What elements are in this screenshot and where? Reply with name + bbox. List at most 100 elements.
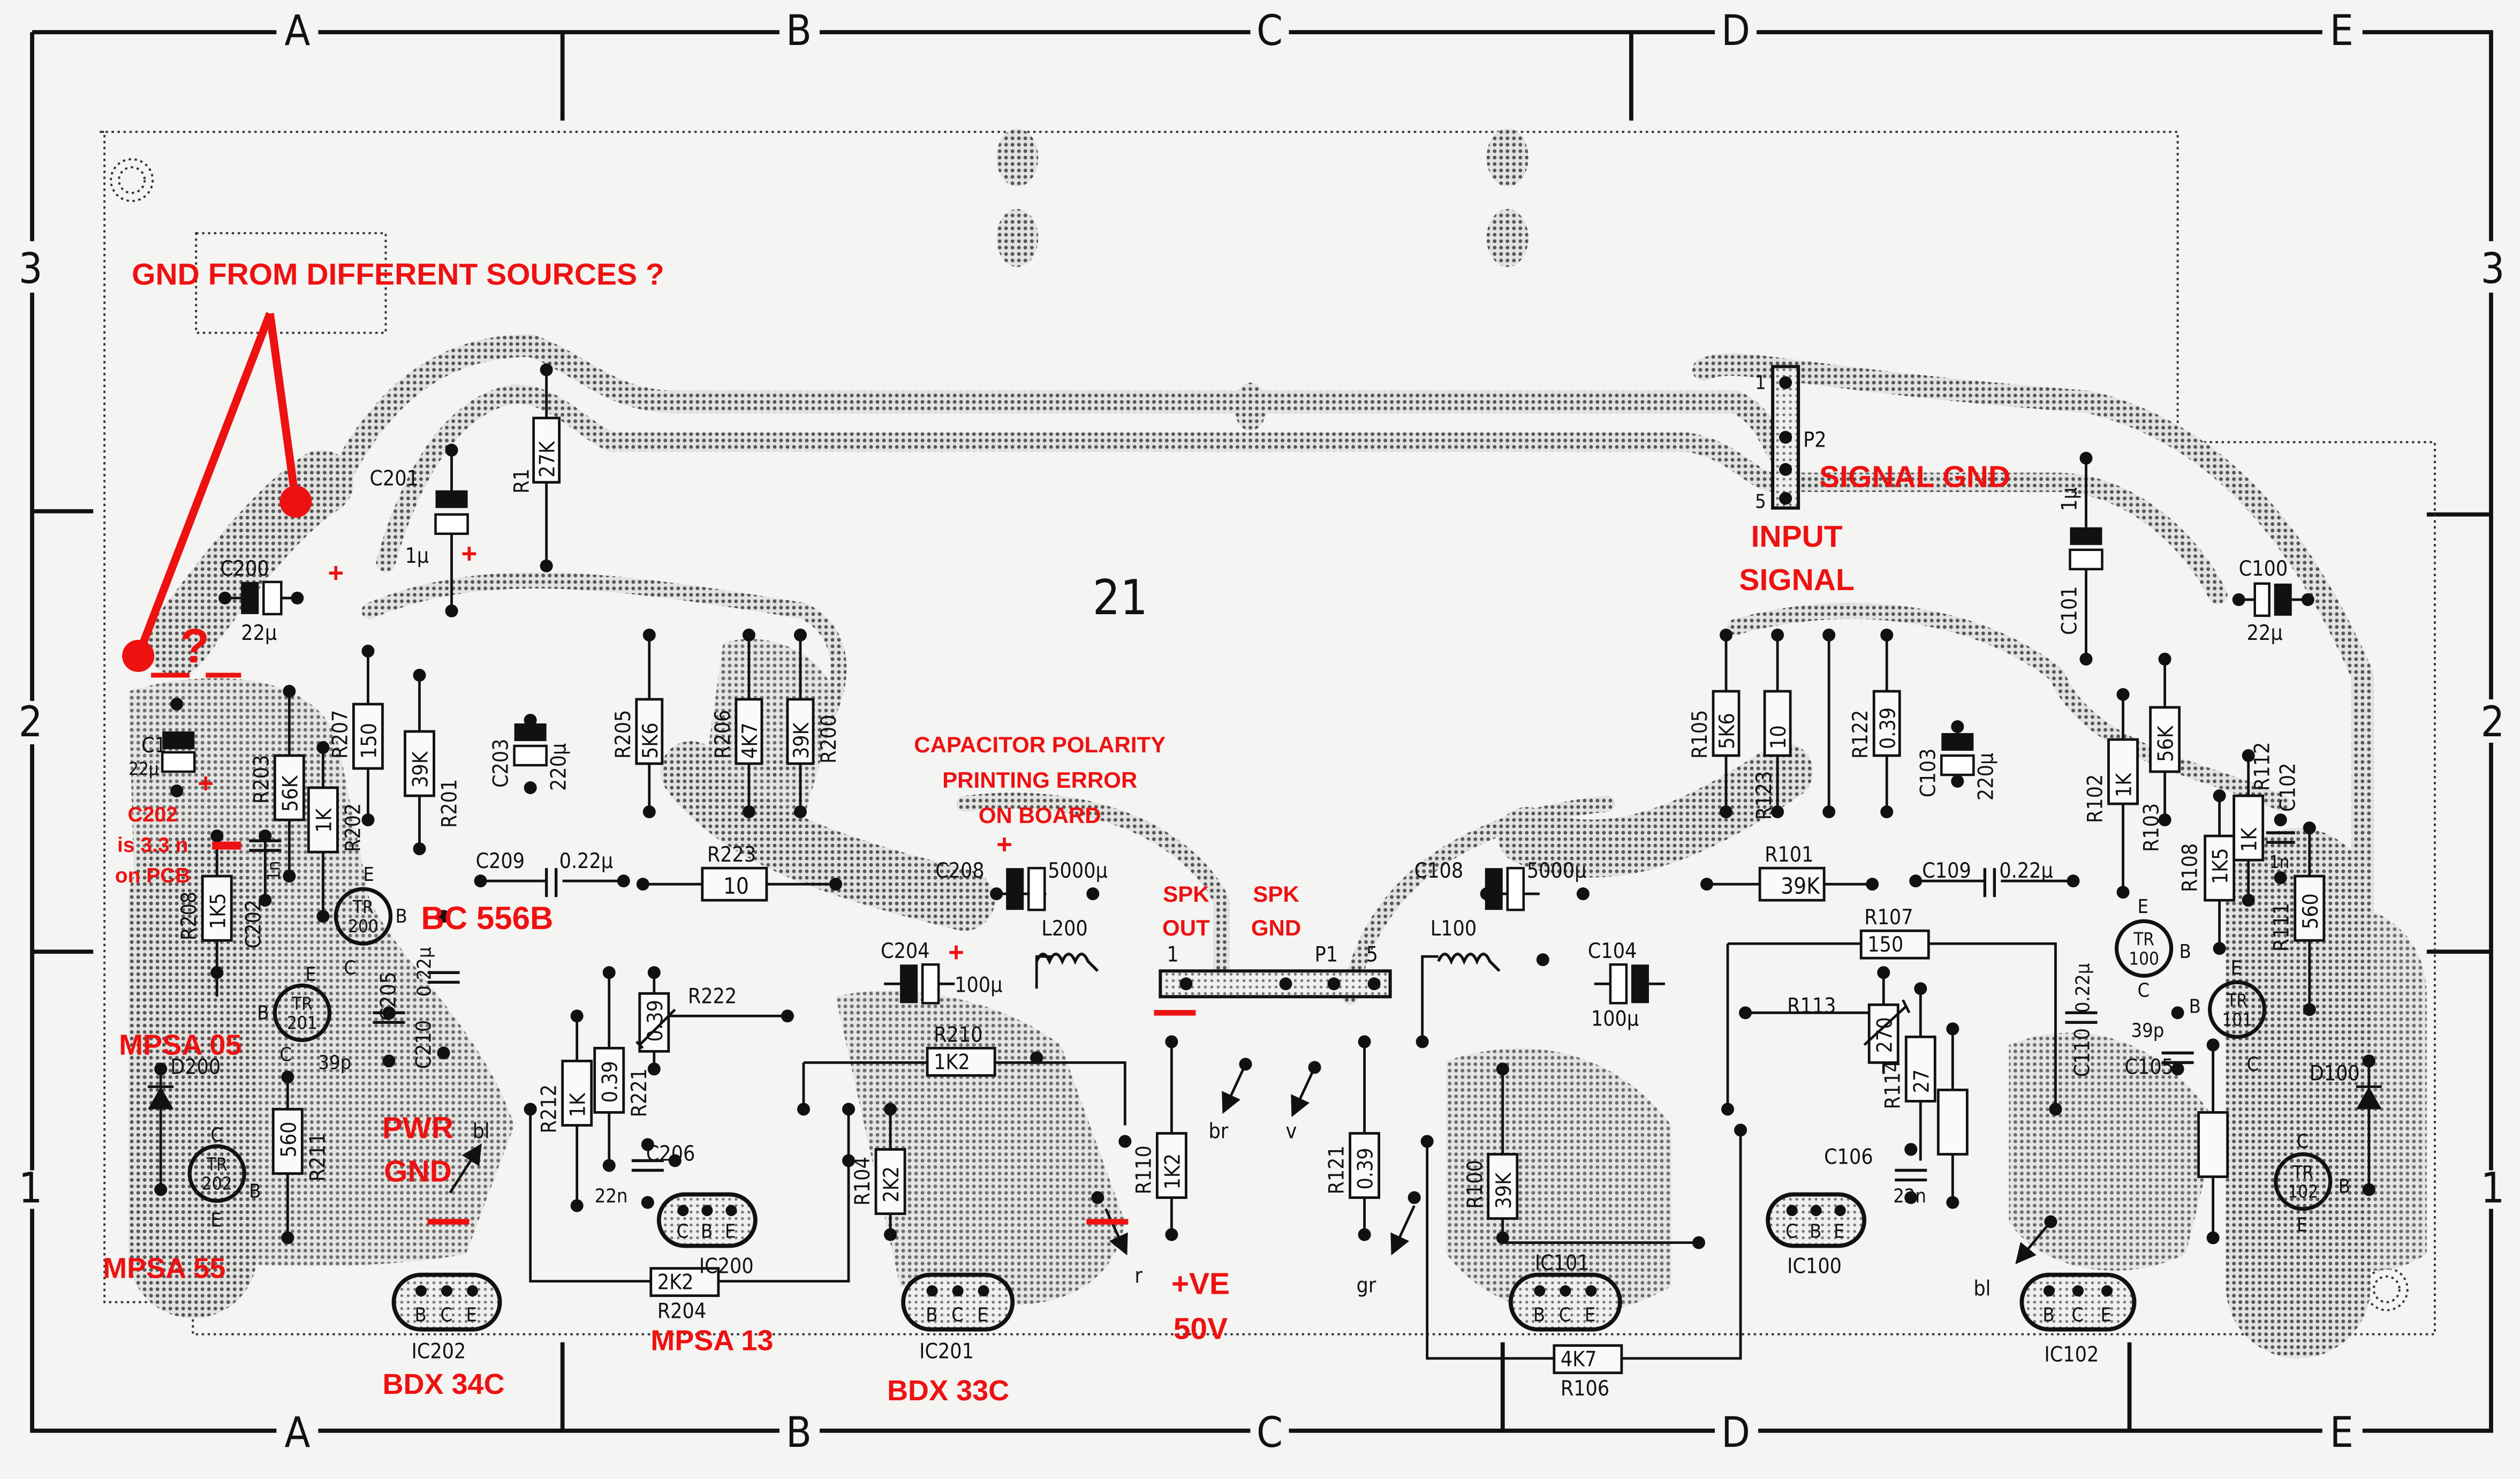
annotation-plus-c1: + [198,768,214,798]
transistor-tr202-outline [187,1144,246,1203]
r112-value: 270 [1873,1017,1897,1053]
annotation-plus-ve-line2: 50V [1174,1312,1228,1346]
annotation-part-tr202: MPSA 55 [103,1252,225,1285]
c103-ref: C103 [1916,749,1940,798]
r208-ref: R208 [177,892,201,940]
r207-value: 150 [357,723,381,759]
l100-ref: L100 [1431,917,1477,941]
r108-ref: R111 [2270,903,2294,952]
r205-ref: R205 [611,710,635,759]
wire-label-v: v [1286,1119,1297,1143]
annotation-plus-c201: + [461,538,478,569]
c203-ref: C203 [489,739,513,788]
c204-ref: C204 [881,939,930,963]
wire-label-gr: gr [1357,1274,1376,1298]
r208-value: 1K5 [206,893,230,930]
ic102-pin-3: E [2101,1304,2112,1326]
c104-value: 100µ [1591,1007,1639,1031]
c101-value: 1µ [2057,487,2082,511]
resistor-r222-body [649,1267,720,1297]
grid-col-a-bottom: A [284,1409,310,1457]
tr102-pin-e: E [2297,1214,2307,1236]
ic102-pin-1: B [2042,1304,2054,1326]
grid-row-1-left: 1 [19,1165,43,1213]
r200-value: 39K [790,722,814,759]
c104-ref: C104 [1588,939,1637,963]
tr101-line2: 101 [2222,1009,2252,1030]
tr100-pin-e: E [2138,896,2148,918]
board-number: 21 [1093,570,1148,626]
capacitor-c103-shape [1940,733,1975,776]
annotation-cap-polarity-line3: ON BOARD [979,803,1101,828]
annotation-c202-line2: is 3.3 n [117,834,188,857]
r223-ref: R223 [707,843,756,867]
tr101-pin-e: E [2231,957,2242,979]
tr202-line1: TR [206,1154,228,1175]
c105-ref: C105 [2125,1055,2174,1079]
annotation-gnd-different-sources: GND FROM DIFFERENT SOURCES ? [132,257,664,291]
r202-value: 1K [312,808,336,833]
ic200-pin-2: B [701,1221,713,1243]
transistor-tr201-outline [273,983,331,1042]
ic100-ref: IC100 [1787,1255,1842,1279]
c204-value: 100µ [955,973,1002,997]
ic201-ref: IC201 [919,1340,974,1364]
r110-value: 39K [1492,1172,1516,1209]
resistor-r208-body [201,874,233,942]
r100-ref: R105 [1688,710,1712,759]
c210-ref: C210 [412,1020,436,1069]
ic-outlines [391,1192,2137,1332]
tr102-line2: 102 [2288,1181,2318,1202]
r102-value: 1K5 [2209,848,2233,885]
r222-value: 2K2 [657,1271,694,1295]
annotation-plus-c200: + [328,557,344,588]
r211-ref: R221 [627,1068,652,1117]
solder-pads [154,363,2375,1297]
ic202-ref: IC202 [411,1340,466,1364]
r201-value: 39K [409,751,433,788]
annotation-plus-c208: + [996,829,1012,859]
c206-ref: C206 [646,1142,695,1166]
r100-value: 5K6 [1715,713,1739,749]
resistor-r104-body [1349,1132,1381,1199]
tr100-pin-b: B [2180,941,2191,963]
r202-ref: R202 [341,803,365,852]
ic201-pin-3: E [977,1304,988,1326]
grid-col-d-top: D [1721,7,1750,55]
resistor-r107-body [2149,706,2181,773]
annotation-dot-right [279,485,312,518]
grid-col-b-top: B [786,7,812,55]
grid-row-2-left: 2 [19,698,43,746]
annotation-part-ic200: MPSA 13 [650,1325,773,1357]
c206-value: 22n [595,1186,628,1208]
grid-row-1-right: 1 [2481,1165,2505,1213]
ic201-pin-2: C [951,1304,964,1326]
grid-col-e-bottom: E [2330,1409,2353,1457]
ic100-pin-2: B [1810,1221,1821,1243]
annotation-pointer-lines [134,312,300,658]
r111-value: 27 [1910,1069,1934,1093]
c106-ref: C106 [1824,1145,1873,1169]
annotation-spk-out-line2: OUT [1162,915,1210,940]
r210-ref: R104 [851,1157,875,1205]
r203-value: 56K [278,775,302,812]
r121-value: 4K7 [1561,1348,1597,1372]
c205-ref: C205 [376,972,400,1021]
film-capacitor-plates [249,831,2295,1182]
resistor-r206-body [735,698,763,765]
r105-value: 0.39 [1876,707,1900,749]
ic200-ref: IC200 [699,1255,754,1279]
r104-ref: R121 [1325,1145,1349,1194]
annotation-part-tr200: BC 556B [421,900,554,936]
capacitor-shapes [161,450,2308,1182]
grid-frame [30,30,2493,1433]
resistor-r111-body [1904,1035,1936,1103]
grid-row-3-left: 3 [19,245,43,293]
c200-ref: C200 [220,557,269,581]
c202-value: 1n [263,861,284,881]
annotation-spk-gnd-line1: SPK [1253,881,1299,907]
c209-ref: C209 [476,849,525,873]
r121-ref: R106 [1561,1377,1609,1401]
annotation-spk-gnd-line2: GND [1251,915,1301,940]
r204-ref: R110 [1132,1145,1156,1194]
